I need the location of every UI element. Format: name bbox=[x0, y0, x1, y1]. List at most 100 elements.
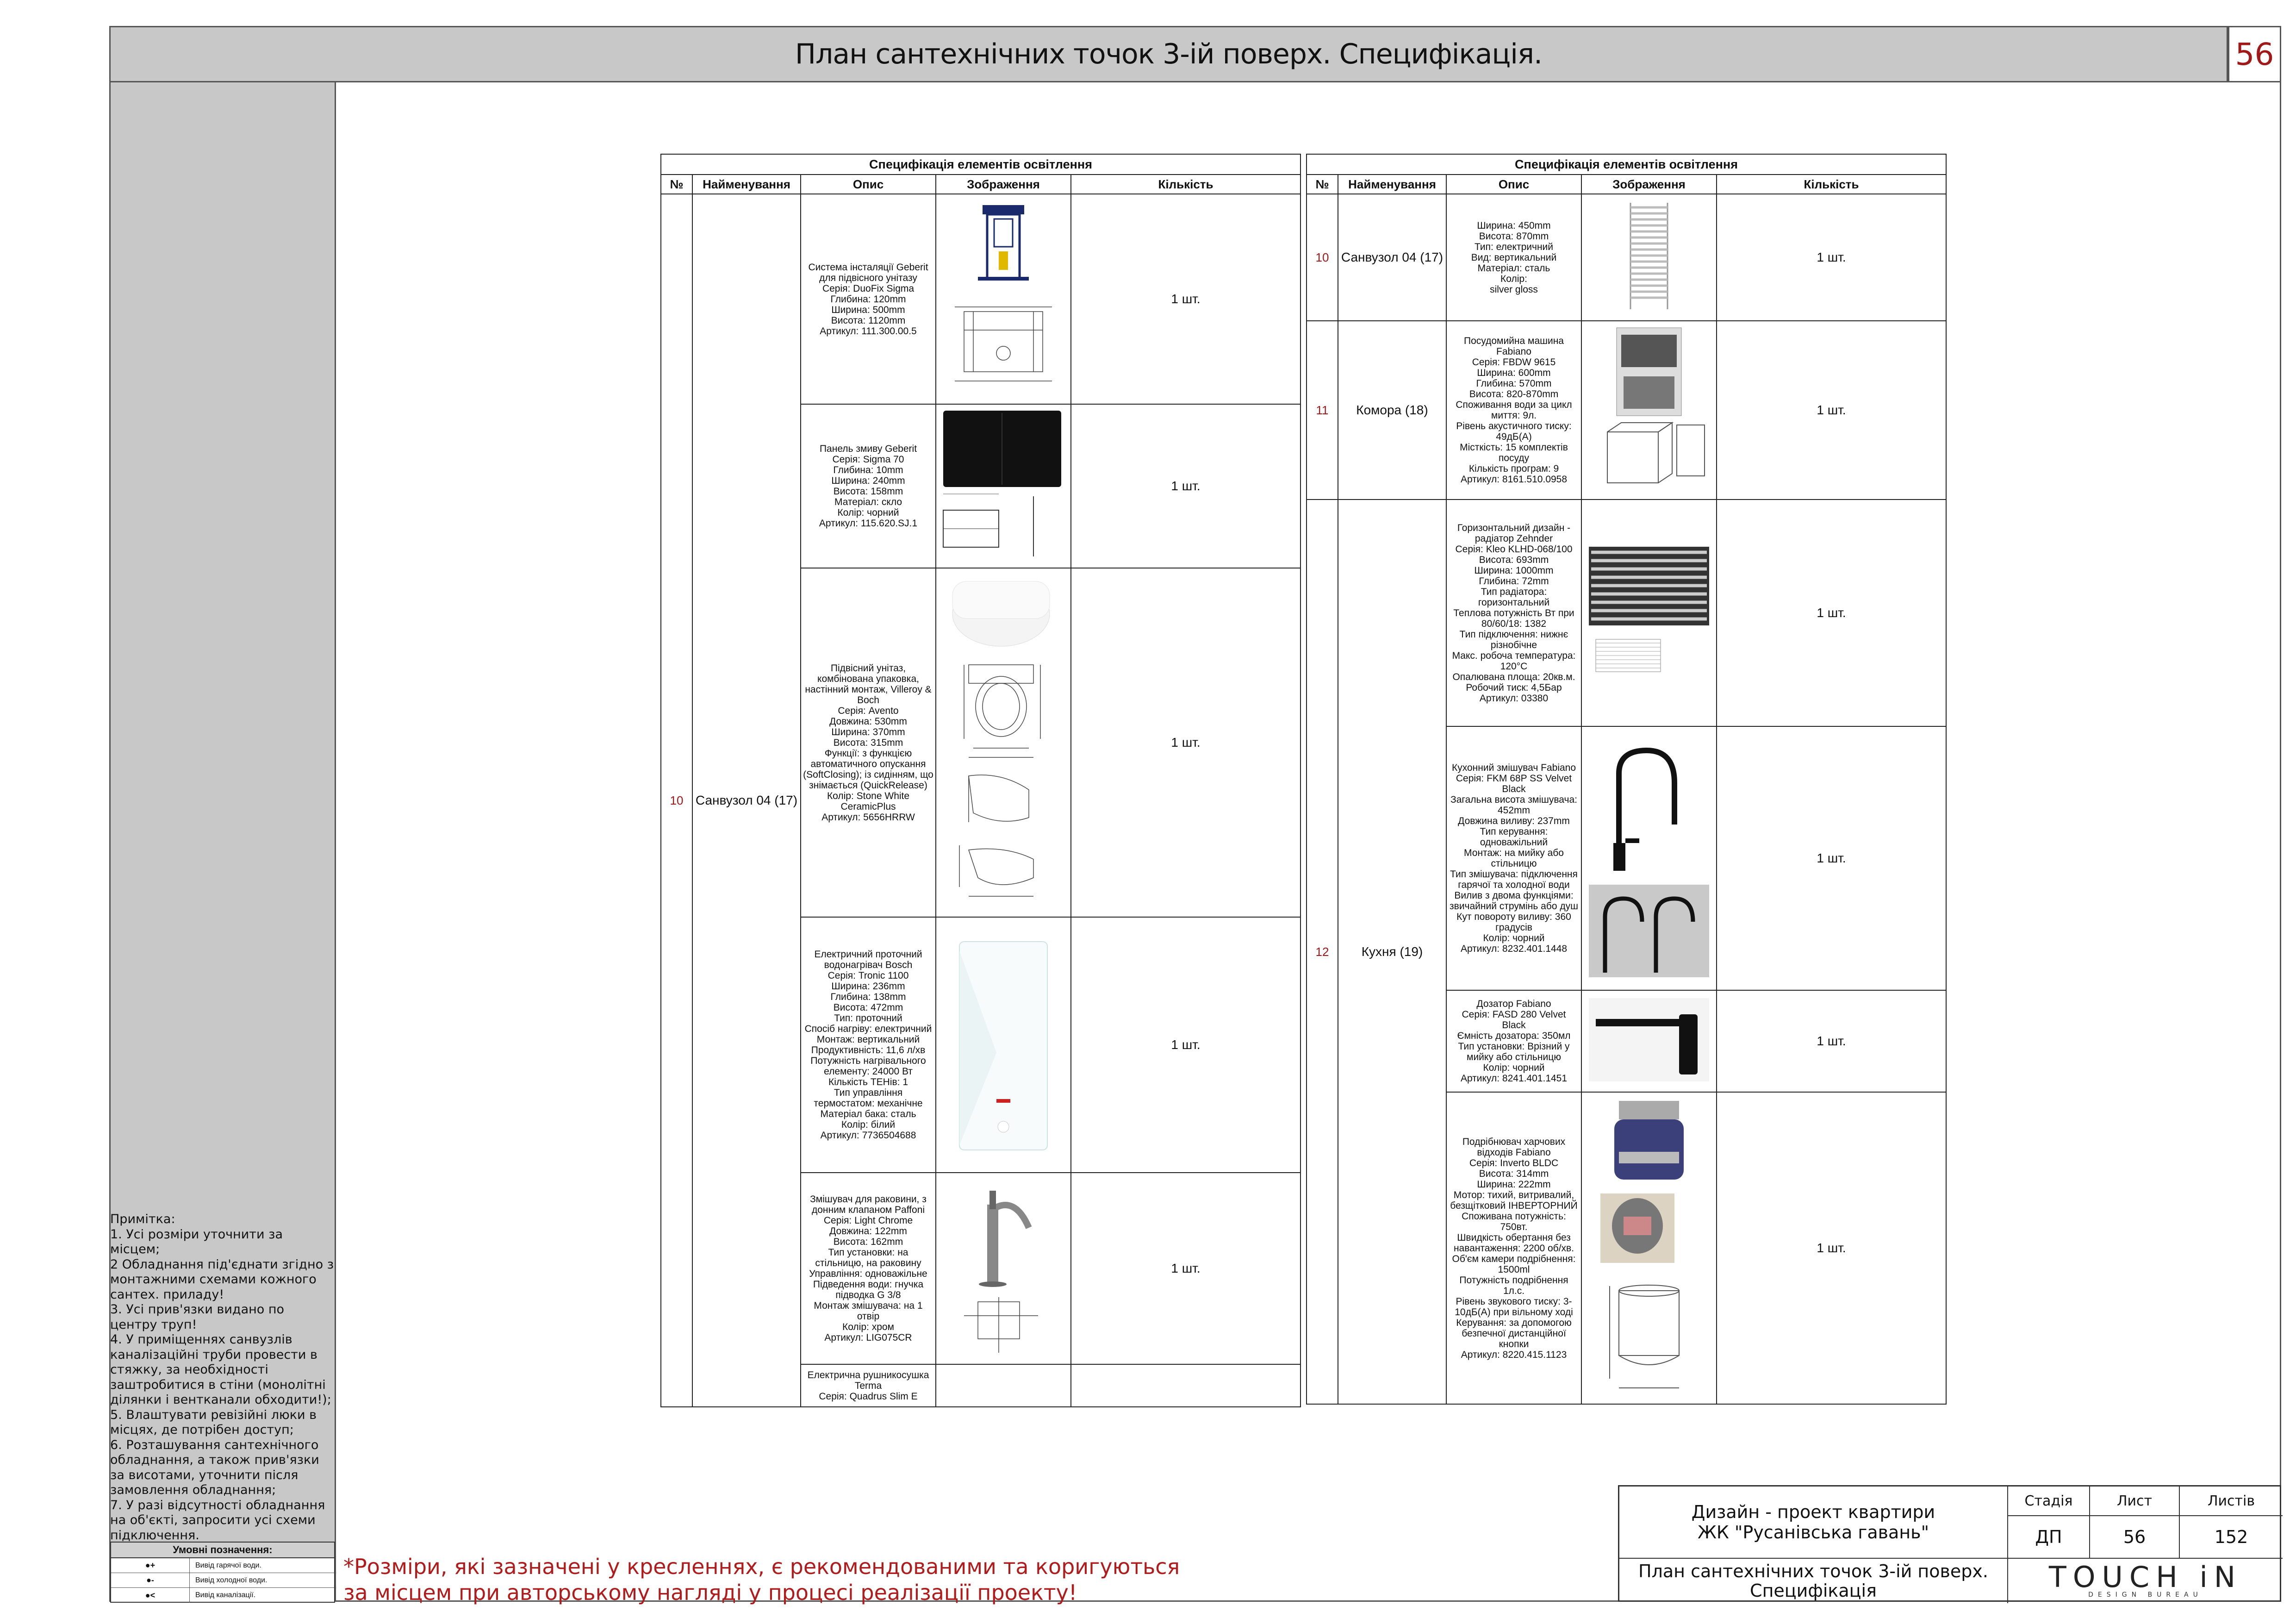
row-number: 11 bbox=[1306, 320, 1338, 500]
legend-label: Вивід гарячої води. bbox=[195, 1561, 261, 1569]
item-quantity: 1 шт. bbox=[1716, 194, 1947, 321]
footnote: *Розміри, які зазначені у кресленнях, є … bbox=[343, 1554, 1180, 1605]
cold-water-symbol: ●- bbox=[111, 1573, 190, 1587]
item-image bbox=[935, 404, 1071, 568]
footnote-line: *Розміри, які зазначені у кресленнях, є … bbox=[343, 1554, 1180, 1579]
note-line: 5. Влаштувати ревізійні люки в місцях, д… bbox=[110, 1407, 317, 1437]
logo-text: TOUCH iN bbox=[2048, 1560, 2242, 1594]
col-qty: Кількість bbox=[1070, 174, 1301, 194]
col-qty: Кількість bbox=[1716, 174, 1947, 194]
table-row: 11 Комора (18) Посудомийна машина Fabian… bbox=[1306, 320, 1947, 500]
col-name: Найменування bbox=[1338, 174, 1447, 194]
item-description: Система інсталяції Geberit для підвісног… bbox=[800, 194, 936, 405]
room-name: Санвузол 04 (17) bbox=[1338, 194, 1447, 321]
note-line: 3. Усі прив'язки видано по центру труп! bbox=[110, 1302, 285, 1332]
item-image bbox=[1581, 194, 1717, 321]
sheet-number: 56 bbox=[2228, 26, 2281, 82]
col-desc: Опис bbox=[1446, 174, 1582, 194]
sheet-label: Лист bbox=[2090, 1487, 2180, 1516]
item-image bbox=[935, 568, 1071, 918]
room-name: Комора (18) bbox=[1338, 320, 1447, 500]
item-quantity: 1 шт. bbox=[1070, 568, 1301, 918]
legend-row: ●- Вивід холодної води. bbox=[111, 1573, 334, 1588]
table-caption: Специфікація елементів освітлення bbox=[1306, 154, 1947, 175]
toilet-icon bbox=[952, 581, 1050, 897]
note-line: 2 Обладнання під'єднати згідно з монтажн… bbox=[110, 1257, 334, 1302]
item-description: Електричний проточний водонагрівач Bosch… bbox=[800, 917, 936, 1173]
item-description: Горизонтальний дизайн - радіатор Zehnder… bbox=[1446, 499, 1582, 727]
item-image bbox=[935, 917, 1071, 1173]
legend-label: Вивід холодної води. bbox=[195, 1576, 268, 1584]
item-quantity: 1 шт. bbox=[1070, 1172, 1301, 1365]
row-number: 10 bbox=[660, 194, 693, 1407]
item-image bbox=[1581, 320, 1717, 500]
item-description: Підвісний унітаз, комбінована упаковка, … bbox=[800, 568, 936, 918]
soap-dispenser-icon bbox=[1589, 998, 1709, 1081]
page-title: План сантехнічних точок 3-ій поверх. Спе… bbox=[795, 38, 1543, 70]
item-description: Змішувач для раковини, з донним клапаном… bbox=[800, 1172, 936, 1365]
room-name: Кухня (19) bbox=[1338, 499, 1447, 1405]
col-image: Зображення bbox=[1581, 174, 1717, 194]
legend-row: ●+ Вивід гарячої води. bbox=[111, 1558, 334, 1573]
table-row: 12 Кухня (19) Горизонтальний дизайн - ра… bbox=[1306, 499, 1947, 1405]
spec-table-left: Специфікація елементів освітлення № Найм… bbox=[660, 154, 1301, 1407]
sheet-value: 56 bbox=[2090, 1516, 2180, 1559]
col-desc: Опис bbox=[800, 174, 936, 194]
notes: Примітка: 1. Усі розміри уточнити за міс… bbox=[110, 1212, 335, 1543]
item-image bbox=[1581, 1092, 1717, 1405]
item-quantity: 1 шт. bbox=[1716, 990, 1947, 1093]
note-line: 4. У приміщеннях санвузлів каналізаційні… bbox=[110, 1332, 331, 1407]
room-name: Санвузол 04 (17) bbox=[692, 194, 801, 1407]
footnote-line: за місцем при авторському нагляді у проц… bbox=[343, 1580, 1077, 1605]
legend-label: Вивід каналізації. bbox=[195, 1591, 256, 1599]
dishwasher-icon bbox=[1607, 327, 1705, 483]
water-heater-icon bbox=[959, 941, 1048, 1150]
col-no: № bbox=[1306, 174, 1338, 194]
sheet-title-line: Специфікація bbox=[1750, 1580, 1877, 1601]
table-caption: Специфікація елементів освітлення bbox=[660, 154, 1301, 175]
spec-table-right: Специфікація елементів освітлення № Найм… bbox=[1306, 154, 1947, 1405]
sheets-value: 152 bbox=[2180, 1516, 2283, 1559]
towel-rail-icon bbox=[1630, 203, 1668, 309]
item-quantity bbox=[1070, 1364, 1301, 1407]
item-image bbox=[935, 1364, 1071, 1407]
item-image bbox=[1581, 726, 1717, 991]
table-row: Підвісний унітаз, комбінована упаковка, … bbox=[661, 568, 1301, 918]
basin-mixer-icon bbox=[964, 1191, 1038, 1353]
sheets-label: Листів bbox=[2180, 1487, 2283, 1516]
table-row: Електричний проточний водонагрівач Bosch… bbox=[661, 917, 1301, 1173]
kitchen-mixer-icon bbox=[1589, 747, 1709, 977]
item-quantity: 1 шт. bbox=[1716, 320, 1947, 500]
sidebar bbox=[109, 82, 336, 1602]
flush-panel-icon bbox=[943, 411, 1061, 556]
sheet-title-line: План сантехнічних точок 3-ій поверх. bbox=[1638, 1561, 1988, 1581]
note-line: Примітка: bbox=[110, 1212, 175, 1226]
page-header: План сантехнічних точок 3-ій поверх. Спе… bbox=[109, 26, 2228, 82]
item-image bbox=[935, 1172, 1071, 1365]
item-quantity: 1 шт. bbox=[1716, 499, 1947, 727]
legend: Умовні позначення: ●+Вивід гарячої води.… bbox=[110, 1542, 335, 1603]
note-line: 6. Розташування сантехнічного обладнання… bbox=[110, 1437, 319, 1498]
logo-subtext: DESIGN BUREAU bbox=[2088, 1591, 2203, 1599]
item-quantity: 1 шт. bbox=[1716, 726, 1947, 991]
sewer-symbol: ●< bbox=[111, 1588, 190, 1603]
item-image bbox=[1581, 499, 1717, 727]
radiator-icon bbox=[1589, 547, 1709, 672]
hot-water-symbol: ●+ bbox=[111, 1558, 190, 1573]
project-line: Дизайн - проект квартири bbox=[1691, 1502, 1935, 1522]
item-quantity: 1 шт. bbox=[1716, 1092, 1947, 1405]
col-image: Зображення bbox=[935, 174, 1071, 194]
